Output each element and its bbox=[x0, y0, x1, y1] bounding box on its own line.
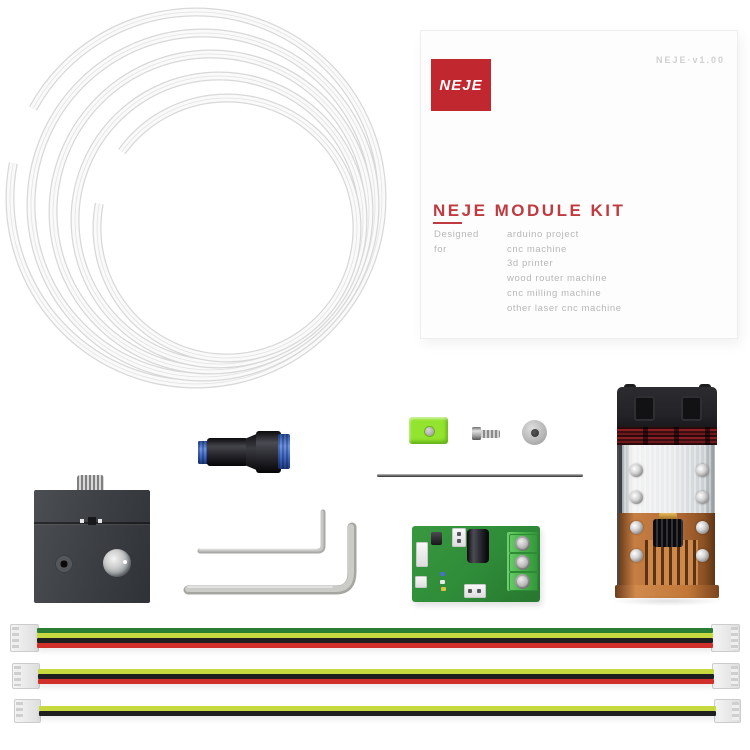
version-label: NEJE·v1.00 bbox=[655, 55, 725, 65]
wire-wire_black bbox=[38, 673, 714, 679]
smd-component bbox=[441, 587, 446, 591]
washer-disc bbox=[522, 420, 547, 445]
wire-wire_yellow_green bbox=[38, 668, 714, 674]
cable-connector bbox=[714, 699, 741, 723]
bearing-glint bbox=[123, 560, 127, 564]
cable-wires bbox=[38, 668, 714, 684]
cable-wires bbox=[39, 706, 716, 716]
board-connector-left bbox=[416, 542, 428, 567]
module-screw bbox=[696, 491, 709, 504]
block-dot bbox=[80, 519, 84, 523]
connector-collet-large bbox=[278, 434, 290, 469]
module-red-window bbox=[617, 427, 717, 445]
cable-2pin bbox=[14, 699, 741, 723]
smd-component bbox=[440, 572, 445, 576]
logo-text: NEJE bbox=[439, 76, 483, 94]
laser-lens bbox=[653, 519, 683, 547]
neje-logo: NEJE bbox=[431, 59, 491, 111]
list-item: cnc milling machine bbox=[507, 287, 602, 299]
kit-title-underlined: NE bbox=[433, 201, 462, 224]
smd-component bbox=[440, 580, 445, 584]
list-item: 3d printer bbox=[507, 258, 554, 270]
terminal-screw bbox=[515, 555, 530, 570]
board-connector-bottom bbox=[464, 584, 486, 598]
copper-heatsink-fins bbox=[645, 540, 698, 585]
list-item: cnc machine bbox=[507, 243, 567, 255]
connector-body-large bbox=[256, 431, 281, 473]
block-slot bbox=[88, 517, 96, 525]
manual-box: NEJE·v1.00 NEJE NEJE MODULE KIT Designed… bbox=[420, 30, 738, 339]
module-shadow bbox=[610, 596, 724, 606]
block-bearing bbox=[103, 549, 131, 577]
designed-for-list: arduino project cnc machine 3d printer wood… bbox=[507, 228, 622, 316]
list-item: arduino project bbox=[507, 229, 579, 240]
cable-4pin bbox=[10, 624, 740, 652]
block-dot bbox=[98, 519, 102, 523]
designed-for-section: Designed for arduino project cnc machine 3… bbox=[434, 228, 622, 316]
terminal-screw bbox=[515, 536, 530, 551]
kit-title: NEJE MODULE KIT bbox=[433, 201, 626, 224]
wire-wire_black bbox=[39, 711, 716, 716]
cable-wires bbox=[37, 628, 713, 648]
fan-vent bbox=[681, 396, 702, 421]
connector-taper bbox=[246, 433, 259, 471]
cable-3pin bbox=[12, 663, 740, 689]
adjustment-knob bbox=[77, 475, 104, 491]
module-screw bbox=[696, 549, 709, 562]
hex-keys bbox=[183, 509, 357, 595]
laser-module bbox=[615, 384, 719, 598]
block-body bbox=[34, 490, 150, 603]
module-fan-housing bbox=[617, 387, 717, 427]
module-screw bbox=[630, 521, 643, 534]
terminal-screw bbox=[515, 574, 530, 589]
cable-connector bbox=[712, 663, 740, 689]
wire-wire_red bbox=[37, 643, 713, 648]
list-item: wood router machine bbox=[507, 273, 608, 285]
kit-title-rest: JE MODULE KIT bbox=[461, 201, 626, 220]
module-screw bbox=[696, 521, 709, 534]
filter-window bbox=[409, 417, 448, 444]
module-screw bbox=[630, 549, 643, 562]
washer-hole bbox=[531, 429, 539, 437]
hex-key-large bbox=[183, 522, 357, 595]
module-screw bbox=[696, 464, 709, 477]
air-tube-coil bbox=[5, 7, 387, 389]
filter-window-hole bbox=[425, 427, 434, 436]
laser-diode-brass-ring bbox=[659, 513, 677, 521]
block-hole bbox=[55, 555, 73, 573]
connector-body-small bbox=[207, 438, 248, 466]
screw-shaft bbox=[481, 429, 500, 438]
board-capacitor bbox=[467, 529, 489, 563]
wire-wire_red bbox=[38, 678, 714, 684]
wire-wire_black bbox=[37, 638, 713, 643]
screw-head bbox=[472, 427, 481, 440]
hex-key-small bbox=[197, 509, 326, 554]
cable-connector bbox=[12, 663, 40, 689]
cable-connector bbox=[711, 624, 740, 652]
control-board bbox=[412, 526, 540, 602]
board-transistor bbox=[431, 532, 442, 545]
module-base-plate bbox=[615, 585, 719, 598]
board-connector-top bbox=[452, 528, 466, 547]
cable-connector bbox=[10, 624, 39, 652]
pneumatic-quick-connector bbox=[198, 430, 290, 474]
wire-wire_yellow_green bbox=[39, 706, 716, 711]
steel-rod bbox=[377, 474, 583, 477]
list-item: other laser cnc machine bbox=[507, 302, 622, 314]
module-screw bbox=[630, 464, 643, 477]
cable-connector bbox=[14, 699, 41, 723]
designed-for-label: Designed for bbox=[434, 229, 479, 255]
focus-block bbox=[34, 475, 150, 603]
set-screw bbox=[472, 425, 500, 442]
wire-wire_dark_green bbox=[37, 628, 713, 633]
fan-vent bbox=[634, 396, 655, 421]
module-screw bbox=[630, 491, 643, 504]
board-pad bbox=[415, 576, 427, 588]
wire-wire_yellow_green bbox=[37, 633, 713, 638]
